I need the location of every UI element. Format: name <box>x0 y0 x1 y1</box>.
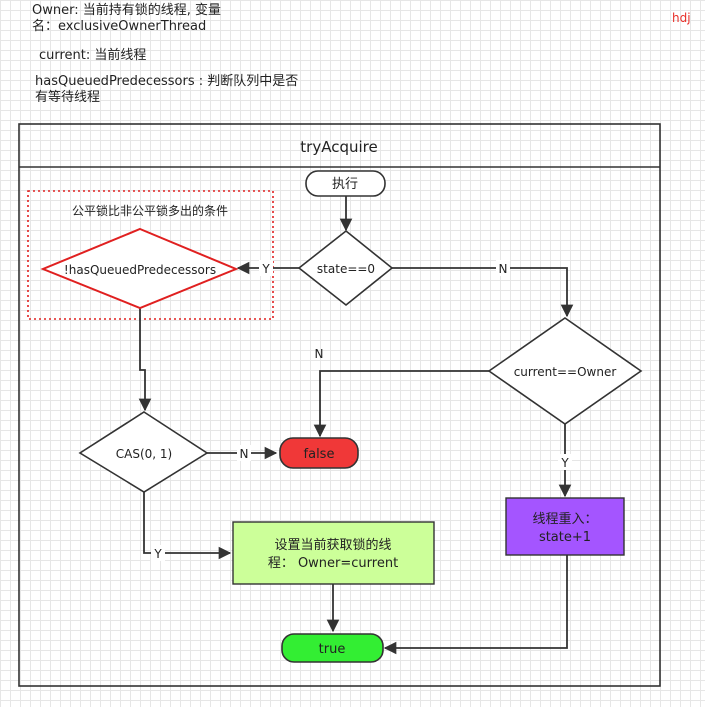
tryacquire-container: tryAcquire <box>18 123 661 687</box>
node-current-owner-label: current==Owner <box>514 365 617 379</box>
node-has-queued-label: !hasQueuedPredecessors <box>64 263 216 277</box>
edge-reentry-to-true <box>383 555 568 655</box>
node-current-owner: current==Owner <box>487 317 643 425</box>
queued-note: hasQueuedPredecessors : 判断队列中是否 有等待线程 <box>35 74 299 105</box>
edge-labels: Y N N Y N Y <box>151 260 572 561</box>
node-state-check-label: state==0 <box>317 262 375 276</box>
node-start: 执行 <box>305 170 386 197</box>
node-cas-label: CAS(0, 1) <box>116 447 172 461</box>
node-set-owner-label: 设置当前获取锁的线程： Owner=current <box>268 537 398 571</box>
node-state-check: state==0 <box>297 229 394 307</box>
author-tag: hdj <box>672 11 691 25</box>
node-cas: CAS(0, 1) <box>78 411 209 493</box>
label-owner-yes: Y <box>560 456 569 470</box>
edge-state-no <box>392 267 574 318</box>
node-set-owner: 设置当前获取锁的线程： Owner=current <box>232 521 435 585</box>
label-state-no: N <box>499 262 508 276</box>
node-reentry: 线程重入：state+1 <box>505 497 625 556</box>
edge-owner-no <box>313 370 489 438</box>
container-title: tryAcquire <box>300 138 377 156</box>
node-has-queued: !hasQueuedPredecessors <box>40 227 239 310</box>
edge-queued-to-cas <box>138 308 152 412</box>
label-owner-no: N <box>315 347 324 361</box>
node-start-label: 执行 <box>332 177 358 192</box>
node-reentry-label: 线程重入：state+1 <box>532 511 597 545</box>
owner-note: Owner: 当前持有锁的线程, 变量 名：exclusiveOwnerThre… <box>32 3 221 34</box>
node-true: true <box>281 633 384 663</box>
fair-lock-group: 公平锁比非公平锁多出的条件 <box>27 190 274 320</box>
node-false-label: false <box>304 447 335 462</box>
label-cas-yes: Y <box>153 547 162 561</box>
fair-lock-label: 公平锁比非公平锁多出的条件 <box>72 203 228 218</box>
node-false: false <box>279 437 359 469</box>
edge-cas-yes <box>143 492 232 560</box>
label-state-yes: Y <box>261 262 270 276</box>
label-cas-no: N <box>240 447 249 461</box>
node-true-label: true <box>319 642 346 657</box>
current-note: current: 当前线程 <box>39 48 147 63</box>
